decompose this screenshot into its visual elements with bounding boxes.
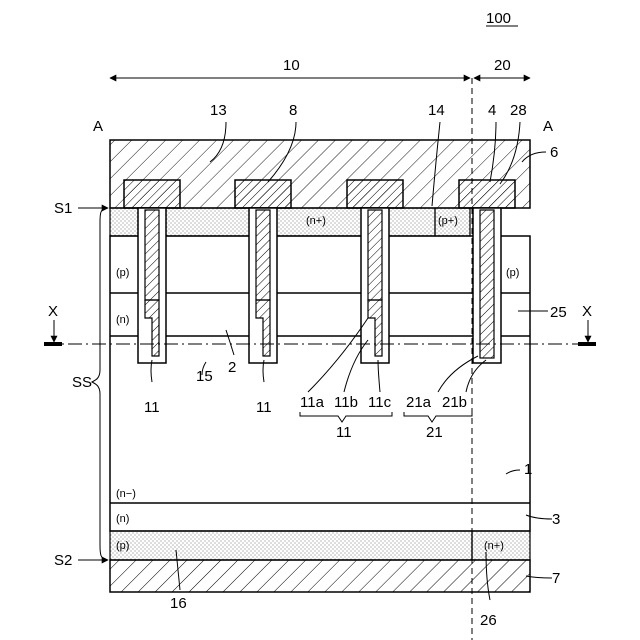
collector-layer: [110, 531, 472, 560]
cut-x-left-label: X: [48, 303, 58, 320]
ref-1-label: 1: [524, 461, 532, 478]
group-11-label: 11: [336, 424, 352, 441]
figure-number: 100: [486, 10, 511, 27]
ref-13-label: 13: [210, 102, 227, 119]
substrate-body: [110, 236, 530, 531]
sub-11c-label: 11c: [368, 394, 392, 411]
ref-26-label: 26: [480, 612, 497, 629]
doping-n-left-label: (n): [116, 314, 129, 326]
doping-p-right-label: (p): [506, 267, 519, 279]
sub-21a-label: 21a: [406, 394, 432, 411]
doping-n-plus-label: (n+): [306, 215, 326, 227]
surface-s2-label: S2: [54, 552, 72, 569]
doping-p-bottom-label: (p): [116, 540, 129, 552]
ref-15-label: 15: [196, 368, 213, 385]
section-a-left-label: A: [93, 118, 103, 135]
doping-p-plus-label: (p+): [438, 215, 458, 227]
sub-11a-label: 11a: [300, 394, 325, 411]
doping-n-minus-label: (n−): [116, 488, 136, 500]
surface-s1-label: S1: [54, 200, 72, 217]
ref-25-label: 25: [550, 304, 567, 321]
ref-11-b-label: 11: [256, 399, 272, 416]
ref-2-label: 2: [228, 359, 236, 376]
ref-7-label: 7: [552, 570, 560, 587]
ref-14-label: 14: [428, 102, 445, 119]
ref-8-label: 8: [289, 102, 297, 119]
region-10-label: 10: [283, 57, 300, 74]
brace-11: [300, 412, 392, 422]
section-a-right-label: A: [543, 118, 553, 135]
ref-28-label: 28: [510, 102, 527, 119]
ref-3-label: 3: [552, 511, 560, 528]
group-21-label: 21: [426, 424, 443, 441]
doping-p-left-label: (p): [116, 267, 129, 279]
sub-11b-label: 11b: [334, 394, 358, 411]
ref-16-label: 16: [170, 595, 187, 612]
substrate-bracket: [92, 208, 108, 560]
sub-21b-label: 21b: [442, 394, 467, 411]
ref-6-label: 6: [550, 144, 558, 161]
brace-21: [404, 412, 472, 422]
bottom-electrode-layer: [110, 560, 530, 592]
substrate-ss-label: SS: [72, 374, 92, 391]
doping-n-buffer-label: (n): [116, 513, 129, 525]
doping-n-plus-bottom-label: (n+): [484, 540, 504, 552]
ref-4-label: 4: [488, 102, 496, 119]
ref-11-a-label: 11: [144, 399, 160, 416]
region-20-label: 20: [494, 57, 511, 74]
cut-x-right-label: X: [582, 303, 592, 320]
